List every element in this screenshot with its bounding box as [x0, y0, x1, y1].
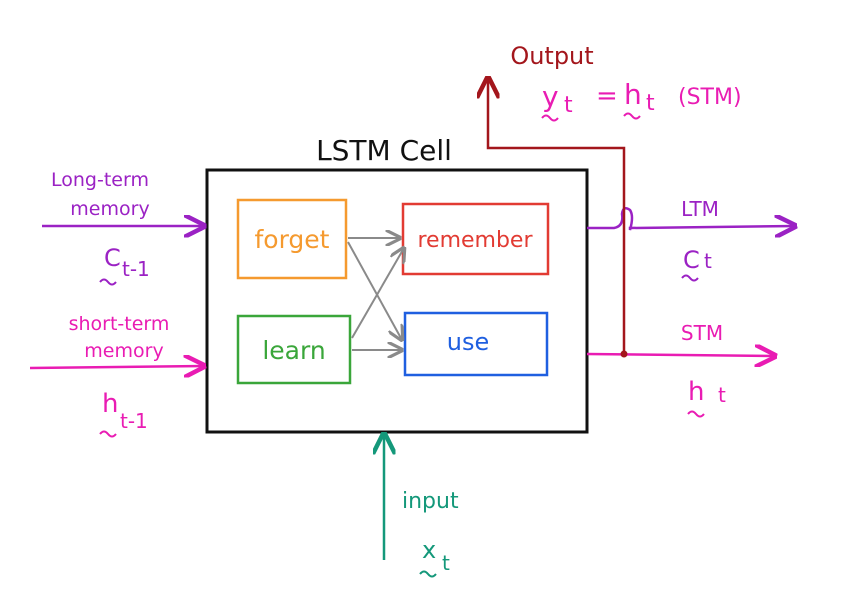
ltm-input: Long-term memory C t-1	[42, 169, 204, 286]
stm-input: short-term memory h t-1	[29, 313, 204, 438]
learn-to-remember-arrow	[351, 248, 404, 339]
use-label: use	[447, 328, 489, 356]
ltm-input-label-line1: Long-term	[51, 169, 149, 191]
h-subscript: t	[646, 91, 655, 116]
x-input-symbol: x	[422, 536, 436, 564]
stm-input-symbol: h	[102, 389, 118, 419]
learn-label: learn	[262, 336, 325, 365]
output-label: Output	[510, 42, 593, 70]
h-tilde	[623, 112, 641, 120]
ltm-output-tilde	[681, 274, 699, 282]
remember-gate: remember	[401, 202, 550, 276]
forget-label: forget	[255, 225, 330, 254]
y-subscript: t	[564, 93, 573, 118]
remember-box	[401, 202, 550, 276]
learn-gate: learn	[236, 314, 352, 385]
stm-output-tilde	[687, 410, 705, 418]
equals-sign: =	[596, 81, 618, 111]
ltm-input-subscript: t-1	[122, 257, 150, 281]
output-branch: Output	[488, 42, 628, 358]
forget-gate: forget	[236, 198, 348, 280]
stm-output-label: STM	[681, 321, 723, 345]
learn-box	[236, 314, 352, 385]
output-branch-line	[488, 78, 626, 354]
remember-label: remember	[417, 228, 533, 253]
ltm-output-label: LTM	[681, 197, 719, 221]
x-input: input x t	[384, 434, 459, 578]
x-input-label: input	[402, 489, 459, 514]
forget-box	[236, 198, 348, 280]
forget-to-use-arrow	[347, 241, 402, 340]
lstm-cell-box	[205, 168, 589, 434]
cell-title: LSTM Cell	[316, 134, 452, 167]
stm-output-subscript: t	[718, 383, 726, 407]
ltm-input-tilde	[99, 278, 117, 286]
output-equation: y t = h t (STM)	[541, 78, 742, 122]
y-tilde	[541, 114, 559, 122]
internal-arrows	[347, 238, 404, 350]
y-symbol: y	[542, 80, 559, 113]
stm-input-arrow	[29, 366, 204, 368]
stm-output-arrow	[586, 354, 775, 356]
use-box	[403, 311, 549, 377]
stm-output: STM h t	[586, 321, 775, 418]
ltm-output: LTM C t	[587, 197, 795, 282]
stm-output-symbol: h	[688, 377, 704, 407]
ltm-output-symbol: C	[683, 246, 700, 274]
x-input-subscript: t	[442, 551, 450, 575]
output-junction-dot	[620, 350, 628, 358]
ltm-input-label-line2: memory	[70, 198, 149, 220]
ltm-output-subscript: t	[704, 249, 712, 273]
stm-note: (STM)	[678, 85, 742, 110]
stm-input-label-line2: memory	[84, 340, 163, 362]
stm-input-subscript: t-1	[120, 409, 148, 433]
x-input-tilde	[419, 570, 437, 578]
stm-input-label-line1: short-term	[69, 313, 170, 335]
stm-input-tilde	[99, 430, 117, 438]
ltm-input-symbol: C	[104, 244, 121, 272]
h-symbol: h	[624, 78, 642, 111]
use-gate: use	[403, 311, 549, 377]
